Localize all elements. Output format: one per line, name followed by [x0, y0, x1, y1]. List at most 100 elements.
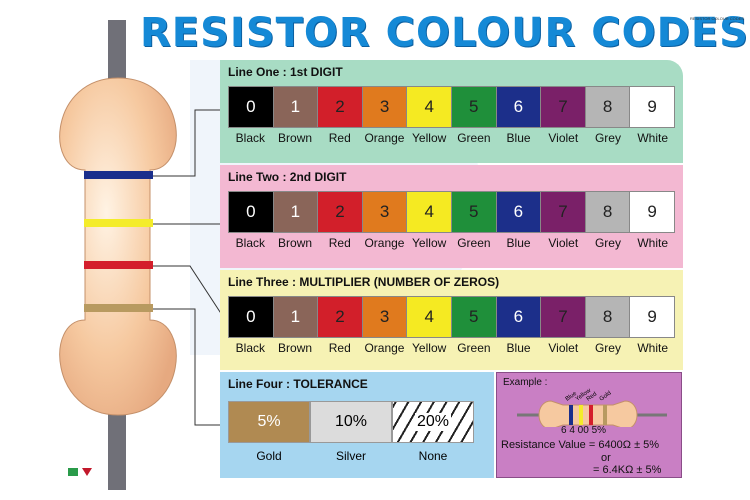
color-swatch-green: 5 [451, 87, 497, 127]
color-name-label: Grey [594, 131, 621, 145]
color-name-label: White [637, 236, 669, 250]
panel-title: Line One : 1st DIGIT [228, 65, 343, 79]
publisher-logo [68, 468, 78, 476]
color-name-label: Orange [364, 341, 405, 355]
resistor-band-1 [84, 171, 153, 179]
example-band-label: Red [586, 391, 598, 402]
color-swatch-orange: 3 [362, 87, 408, 127]
color-name-row: Black Brown Red Orange Yellow Green Blue Violet… [228, 131, 675, 145]
connector-lines [153, 109, 223, 426]
color-name-label: White [637, 341, 669, 355]
color-swatch-green: 5 [451, 297, 497, 337]
color-name-label: Black [235, 236, 266, 250]
tolerance-silver-swatch: 10% [310, 401, 392, 443]
color-name-label: Yellow [412, 341, 447, 355]
panel-title: Line Two : 2nd DIGIT [228, 170, 347, 184]
tolerance-none-label: None [418, 449, 448, 463]
color-name-label: Green [457, 341, 491, 355]
example-band-label: Gold [599, 390, 613, 402]
color-swatch-yellow: 4 [407, 87, 452, 127]
color-swatch-red: 2 [318, 87, 363, 127]
color-swatch-brown: 1 [273, 192, 319, 232]
tolerance-gold-swatch: 5% [228, 401, 310, 443]
color-name-label: Blue [506, 131, 531, 145]
color-name-label: Green [457, 131, 491, 145]
resistor-band-3 [84, 261, 153, 269]
color-name-label: Orange [364, 131, 405, 145]
color-swatch-blue: 6 [496, 87, 542, 127]
color-name-label: Black [235, 131, 266, 145]
color-swatch-orange: 3 [362, 297, 408, 337]
color-name-label: Grey [594, 236, 621, 250]
color-swatch-blue: 6 [496, 297, 542, 337]
color-swatch-grey: 8 [585, 192, 631, 232]
tolerance-silver-label: Silver [335, 449, 366, 463]
color-name-label: Violet [548, 236, 579, 250]
color-name-label: Yellow [412, 131, 447, 145]
color-name-label: Brown [278, 131, 313, 145]
color-swatch-yellow: 4 [407, 192, 452, 232]
color-swatch-black: 0 [229, 192, 274, 232]
panel-title: Line Three : MULTIPLIER (NUMBER OF ZEROS… [228, 275, 500, 289]
color-name-label: Brown [278, 236, 313, 250]
resistor-illustration [59, 20, 177, 490]
corner-caption: RESISTOR COLOUR CODES [690, 16, 744, 21]
color-swatch-red: 2 [318, 192, 363, 232]
page-title: RESISTOR COLOUR CODES [140, 10, 749, 56]
example-resistor: Blue Yellow Red Gold [517, 388, 667, 427]
color-swatch-black: 0 [229, 297, 274, 337]
color-name-label: Blue [506, 236, 531, 250]
color-swatch-yellow: 4 [407, 297, 452, 337]
color-swatch-brown: 1 [273, 297, 319, 337]
color-swatch-blue: 6 [496, 192, 542, 232]
color-name-label: Red [328, 131, 351, 145]
color-name-label: White [637, 131, 669, 145]
color-name-row: Black Brown Red Orange Yellow Green Blue Violet… [228, 341, 675, 355]
color-swatch-violet: 7 [541, 297, 586, 337]
example-alt-value: = 6.4KΩ ± 5% [593, 464, 662, 476]
color-swatch-white: 9 [630, 192, 674, 232]
color-swatch-red: 2 [318, 297, 363, 337]
tolerance-none-value: 20% [414, 413, 452, 431]
brand-logo [82, 468, 92, 476]
color-name-label: Violet [548, 131, 579, 145]
resistor-body [59, 77, 177, 416]
example-resistance: Resistance Value = 6400Ω ± 5% [501, 439, 660, 451]
tolerance-none-swatch: 20% [392, 401, 474, 443]
color-name-label: Blue [506, 341, 531, 355]
color-swatch-black: 0 [229, 87, 274, 127]
color-swatch-grey: 8 [585, 297, 631, 337]
multiplier-panel: Line Three : MULTIPLIER (NUMBER OF ZEROS… [220, 270, 683, 370]
panel-title: Line Four : TOLERANCE [228, 377, 368, 391]
color-swatch-white: 9 [630, 87, 674, 127]
color-name-label: Orange [364, 236, 405, 250]
color-swatch-green: 5 [451, 192, 497, 232]
tolerance-panel: Line Four : TOLERANCE 5% 10% 20% Gold Si… [220, 372, 494, 478]
color-name-label: Grey [594, 341, 621, 355]
color-name-label: Red [328, 236, 351, 250]
resistor-band-4 [84, 304, 153, 312]
tolerance-gold-label: Gold [256, 449, 282, 463]
example-or: or [601, 452, 611, 464]
color-swatch-orange: 3 [362, 192, 408, 232]
color-swatch-brown: 1 [273, 87, 319, 127]
color-name-label: Green [457, 236, 491, 250]
resistor-band-2 [84, 219, 153, 227]
color-name-label: Yellow [412, 236, 447, 250]
color-swatch-white: 9 [630, 297, 674, 337]
color-name-row: Black Brown Red Orange Yellow Green Blue Violet… [228, 236, 675, 250]
example-digits: 6 4 00 5% [561, 425, 607, 436]
color-swatch-violet: 7 [541, 87, 586, 127]
color-swatch-violet: 7 [541, 192, 586, 232]
color-name-label: Violet [548, 341, 579, 355]
example-label: Example : [503, 377, 548, 388]
color-name-label: Brown [278, 341, 313, 355]
color-name-label: Black [235, 341, 266, 355]
example-panel: Example : Blue Yellow Red Gold 6 4 00 5%… [496, 372, 682, 478]
color-name-label: Red [328, 341, 351, 355]
